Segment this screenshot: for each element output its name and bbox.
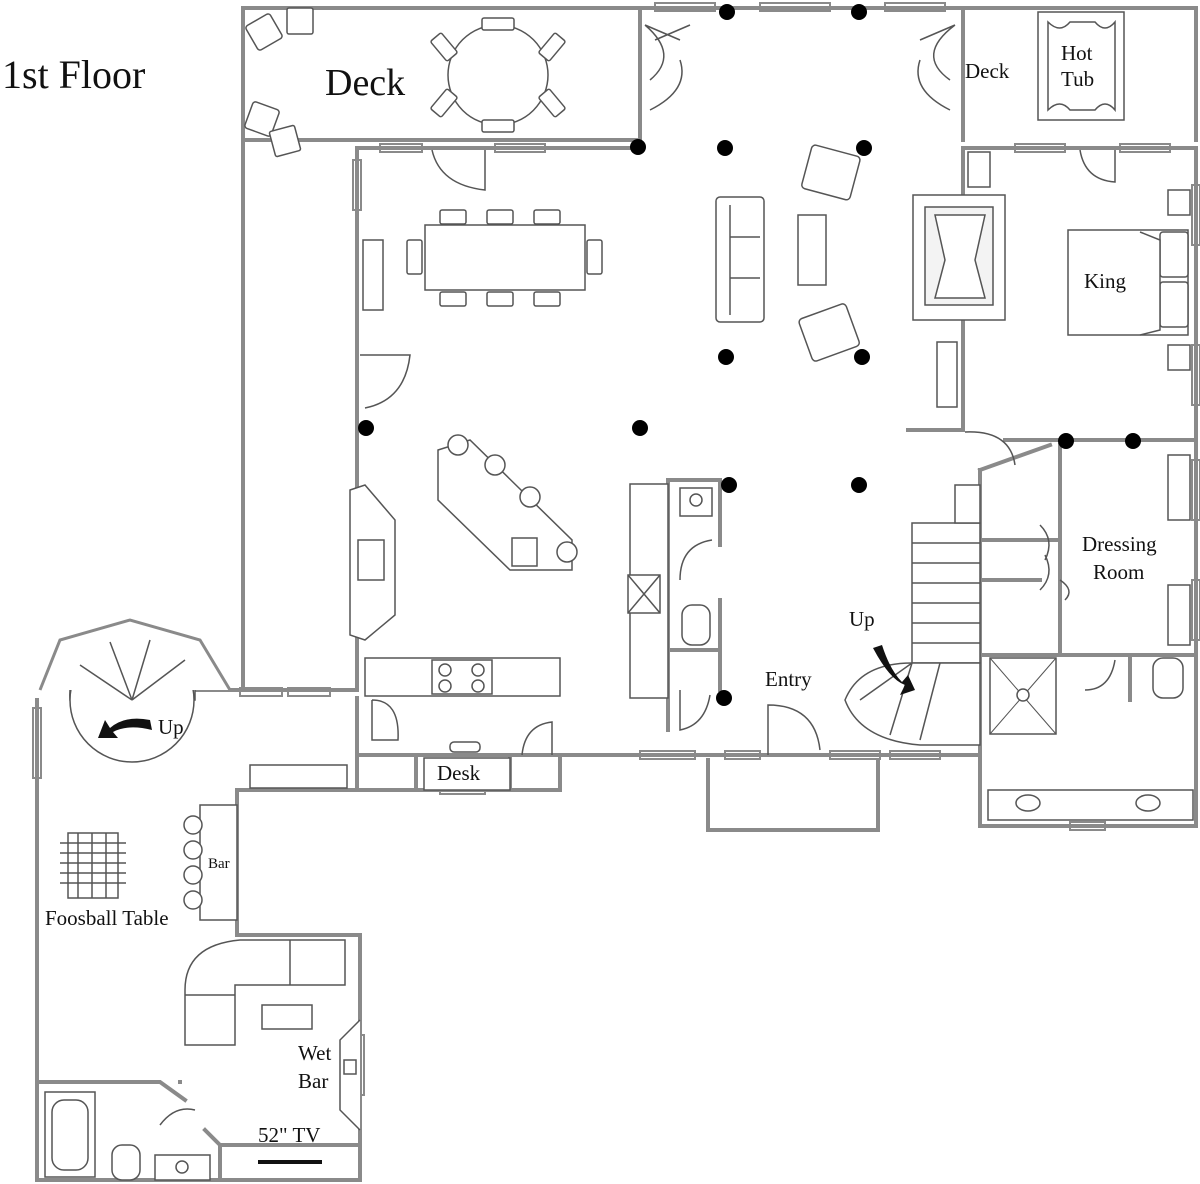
entry-label: Entry (765, 667, 812, 691)
living-furniture (715, 144, 1006, 408)
deck-main-label: Deck (325, 62, 406, 104)
hot-tub-label-line2: Tub (1061, 67, 1095, 91)
floor-title: 1st Floor (2, 52, 146, 97)
stairs (38, 522, 981, 763)
spiral-stairs-up-label: Up (158, 715, 184, 739)
tv-label: 52" TV (258, 1123, 321, 1147)
stair-arrows (98, 645, 915, 738)
dining-table (362, 209, 603, 311)
kitchen-fixtures (349, 434, 669, 699)
dressing-room-label-line1: Dressing (1082, 532, 1157, 556)
wet-bar-label-line2: Bar (298, 1069, 329, 1093)
desk-label: Desk (437, 761, 481, 785)
king-bed-label: King (1084, 269, 1126, 293)
bar-label: Bar (208, 856, 230, 872)
stairs-up-label: Up (849, 607, 875, 631)
bedroom-fixtures (954, 151, 1194, 821)
desk-area (249, 741, 511, 791)
deck-furniture (244, 7, 1125, 158)
deck-side-label: Deck (965, 59, 1010, 83)
walls (35, 6, 1198, 1182)
foosball-table-label: Foosball Table (45, 906, 169, 930)
hot-tub-label-line1: Hot (1061, 41, 1093, 65)
doors (159, 24, 1116, 1126)
game-room (44, 804, 361, 1181)
dressing-room-label-line2: Room (1093, 560, 1145, 584)
wet-bar-label-line1: Wet (298, 1041, 332, 1065)
center-bath (679, 487, 713, 646)
windows (32, 2, 1200, 1096)
